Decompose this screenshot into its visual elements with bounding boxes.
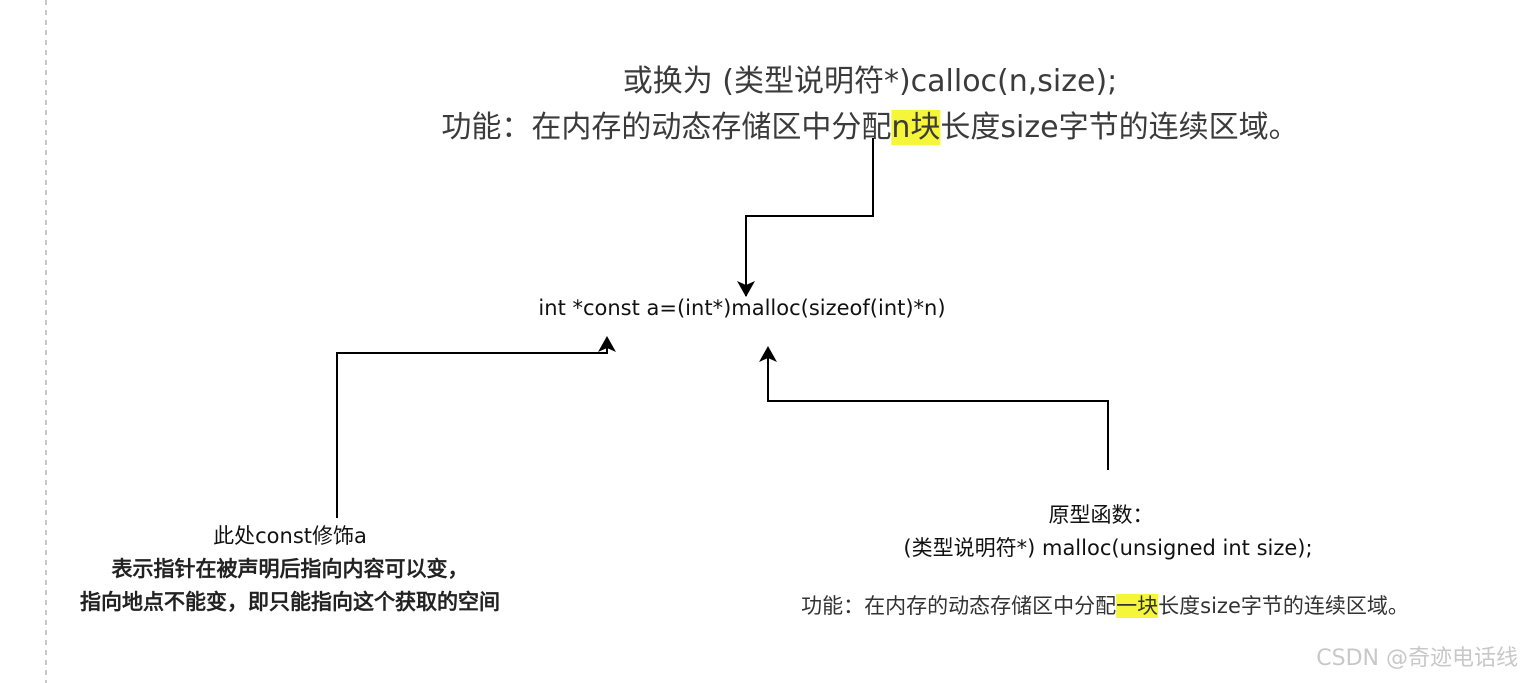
arrowhead-top-to-code [737,281,755,297]
top-note-line2: 功能：在内存的动态存储区中分配n块长度size字节的连续区域。 [441,102,1299,146]
right-note-line3-prefix: 功能：在内存的动态存储区中分配 [801,594,1117,618]
right-note-line1: 原型函数： [1048,503,1154,527]
top-note-line2-highlight: n块 [891,110,941,145]
right-note-line3: 功能：在内存的动态存储区中分配一块长度size字节的连续区域。 [801,590,1409,620]
connector-right-note-to-code [767,348,1109,470]
connector-top-to-code [745,138,874,296]
left-note-line2: 表示指针在被声明后指向内容可以变， [111,557,469,581]
right-note-line3-suffix: 长度size字节的连续区域。 [1158,594,1409,618]
right-note-line3-highlight: 一块 [1116,594,1159,618]
right-note-line2: (类型说明符*) malloc(unsigned int size); [903,536,1313,560]
top-note-line2-suffix: 长度size字节的连续区域。 [940,110,1299,145]
connector-left-note-to-code [336,339,608,518]
top-note-line1: 或换为 (类型说明符*)calloc(n,size); [622,64,1118,99]
arrowhead-right-note-to-code [759,346,777,362]
left-note-line1: 此处const修饰a [213,524,367,548]
watermark: CSDN @奇迹电话线 [1316,646,1518,671]
arrowhead-left-note-to-code [598,336,616,352]
top-note-line2-prefix: 功能：在内存的动态存储区中分配 [441,110,892,145]
left-note-line3: 指向地点不能变，即只能指向这个获取的空间 [80,590,500,614]
code-statement: int *const a=(int*)malloc(sizeof(int)*n) [538,296,946,320]
